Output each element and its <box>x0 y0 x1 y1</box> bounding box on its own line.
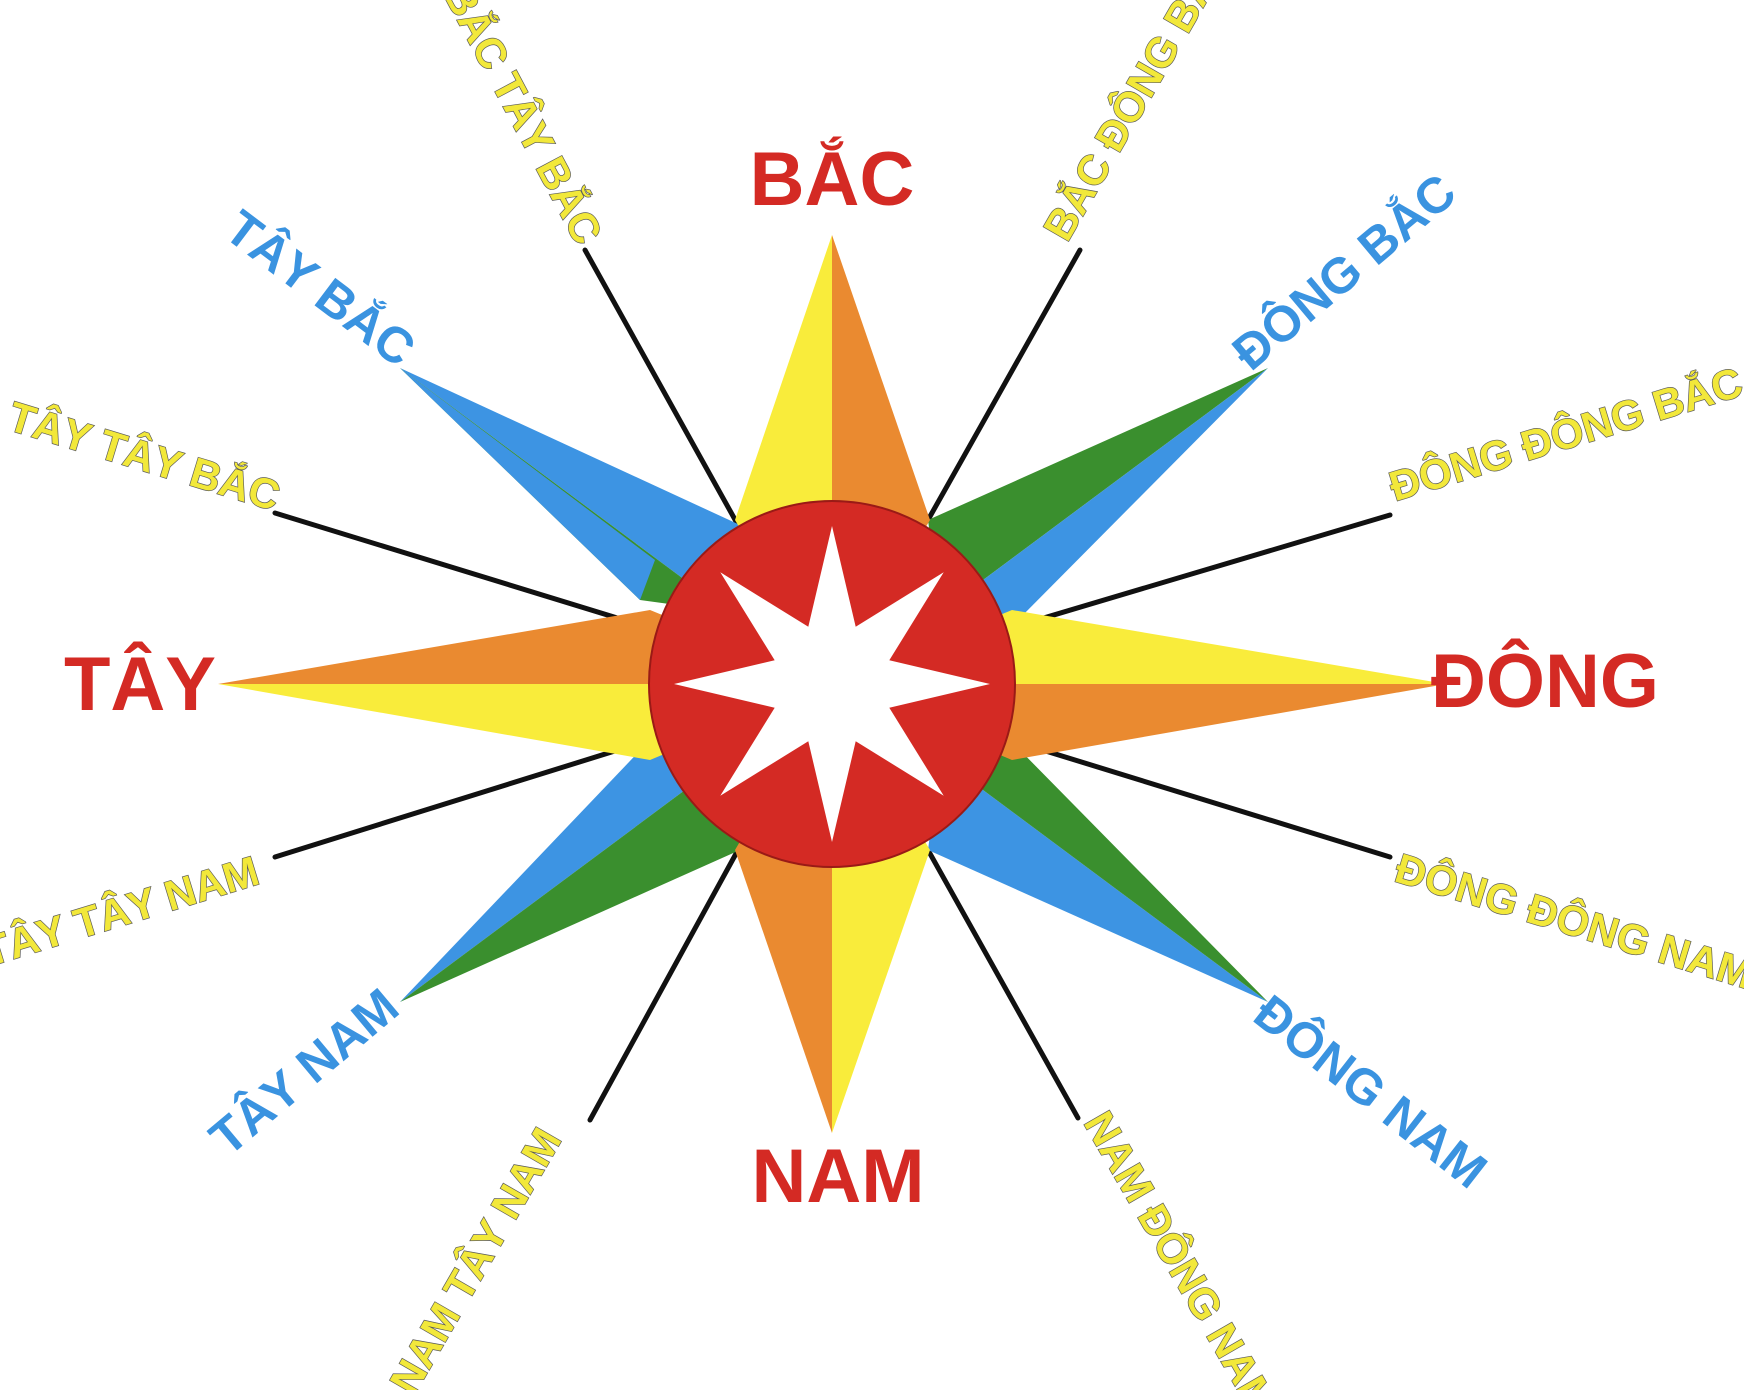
point-tay-bac-green <box>400 368 728 612</box>
point-tay-nam-green <box>400 758 740 1002</box>
label-tay: TÂY <box>64 641 216 727</box>
line-dong-dong-nam <box>1007 737 1393 860</box>
line-bac-tay-bac <box>582 247 741 528</box>
point-dong-bac-green <box>928 368 1268 612</box>
label-dong: ĐÔNG <box>1431 639 1659 724</box>
point-dong-bac-blue <box>940 368 1268 628</box>
label-nam-dong-nam: NAM ĐÔNG NAM <box>1075 1103 1287 1390</box>
label-tay-bac: TÂY BẮC <box>215 199 425 377</box>
label-bac-dong-bac: BẮC ĐÔNG BẮC <box>1033 0 1240 248</box>
line-nam-tay-nam <box>587 847 741 1123</box>
point-tay-nam <box>400 740 740 1002</box>
label-tay-tay-nam: TÂY TÂY NAM <box>0 846 264 975</box>
line-dong-dong-bac <box>1007 512 1393 631</box>
point-tay-bac <box>400 368 832 684</box>
label-tay-nam: TÂY NAM <box>199 978 409 1167</box>
label-bac-tay-bac: BẮC TÂY BẮC <box>434 0 612 252</box>
point-dong-bac <box>928 368 1268 628</box>
line-tay-tay-nam <box>272 737 653 860</box>
line-bac-dong-bac <box>925 247 1083 523</box>
line-tay-tay-bac <box>272 510 653 631</box>
label-tay-tay-bac: TÂY TÂY BẮC <box>3 392 286 520</box>
minor-direction-lines <box>272 247 1393 1123</box>
point-tay-bac-blue <box>400 368 740 612</box>
line-nam-dong-nam <box>925 847 1081 1121</box>
center-star <box>674 526 990 842</box>
label-dong-bac: ĐÔNG BẮC <box>1221 162 1466 381</box>
intercardinal-points <box>400 368 1268 1002</box>
label-dong-dong-bac: ĐÔNG ĐÔNG BẮC <box>1383 357 1744 510</box>
label-dong-dong-nam: ĐÔNG ĐÔNG NAM <box>1390 843 1744 997</box>
label-bac: BẮC <box>750 136 915 222</box>
point-tay-bac-blue-2 <box>400 368 655 600</box>
label-dong-nam: ĐÔNG NAM <box>1244 983 1498 1199</box>
point-dong-nam-blue <box>928 758 1268 1002</box>
point-tay-nam-blue <box>400 740 728 1002</box>
point-dong-nam-green <box>940 740 1268 1002</box>
label-nam: NAM <box>751 1134 924 1219</box>
point-dong-nam <box>928 740 1268 1002</box>
label-nam-tay-nam: NAM TÂY NAM <box>380 1120 571 1390</box>
